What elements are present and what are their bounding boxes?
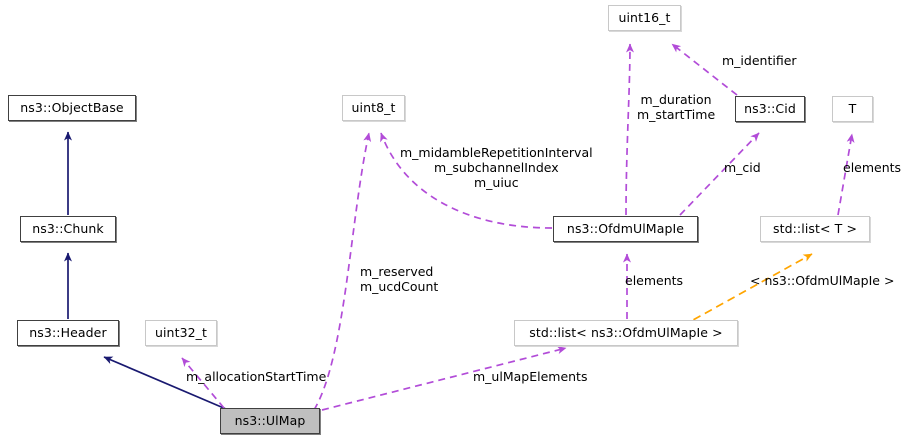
class-node-t-param[interactable]: T	[832, 96, 873, 122]
class-node-ns3-header[interactable]: ns3::Header	[17, 320, 119, 346]
edge-label-template-arg: < ns3::OfdmUlMapIe >	[750, 273, 895, 288]
edge-label-reserved-fields: m_reserved m_ucdCount	[360, 264, 439, 294]
class-node-std-list-t[interactable]: std::list< T >	[760, 216, 870, 242]
edge-label-elements-right: elements	[843, 160, 902, 175]
edge-label-midamble-fields: m_midambleRepetitionInterval m_subchanne…	[400, 145, 593, 190]
class-node-ns3-ulmap[interactable]: ns3::UlMap	[220, 408, 320, 434]
edge-cid-to-uint16	[671, 43, 738, 96]
edge-label-m-ulmapelements: m_ulMapElements	[473, 369, 588, 384]
edge-label-duration-fields: m_duration m_startTime	[637, 92, 716, 122]
class-node-uint16-t[interactable]: uint16_t	[608, 5, 681, 31]
edge-ofdmulmapie-to-uint16	[625, 43, 634, 216]
class-node-ns3-objectbase[interactable]: ns3::ObjectBase	[8, 95, 136, 121]
class-node-ns3-chunk[interactable]: ns3::Chunk	[20, 216, 116, 242]
class-node-uint8-t[interactable]: uint8_t	[342, 95, 405, 121]
class-node-uint32-t[interactable]: uint32_t	[145, 320, 217, 346]
class-node-ns3-cid[interactable]: ns3::Cid	[735, 96, 805, 122]
edge-label-m-cid: m_cid	[724, 160, 761, 175]
edge-label-m-identifier: m_identifier	[722, 53, 797, 68]
edge-label-m-allocationstarttime: m_allocationStartTime	[186, 369, 327, 384]
edge-label-elements-center: elements	[625, 273, 684, 288]
class-node-std-list-ofdmulmapie[interactable]: std::list< ns3::OfdmUlMapIe >	[514, 320, 738, 346]
class-node-ns3-ofdmulmapie[interactable]: ns3::OfdmUlMapIe	[553, 216, 698, 242]
